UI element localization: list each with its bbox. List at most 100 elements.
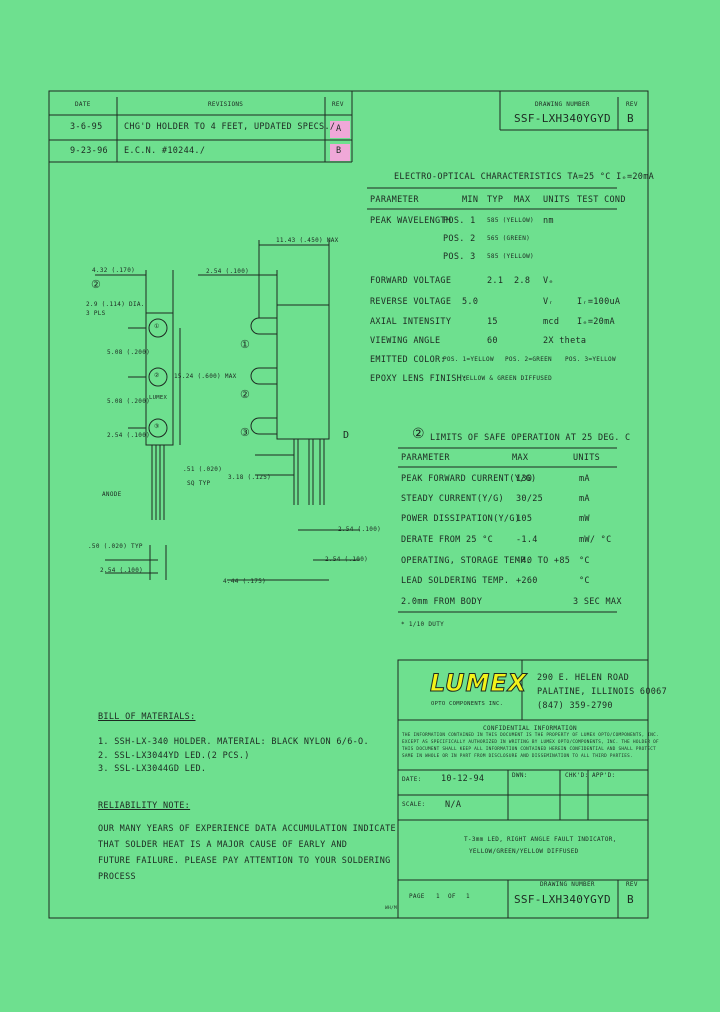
eo-header-units: UNITS [543, 195, 571, 205]
eo-iv-units: mcd [543, 317, 560, 327]
reliability-line-2: THAT SOLDER HEAT IS A MAJOR CAUSE OF EAR… [98, 840, 348, 850]
rev-row-2-desc: E.C.N. #10244./ [124, 146, 206, 156]
bottom-drawing-label: DRAWING NUMBER [540, 881, 595, 888]
rev-a-highlight [330, 121, 350, 138]
rev-row-2-date: 9-23-96 [70, 146, 108, 156]
eo-color-label: EMITTED COLOR: [370, 355, 446, 365]
dim-254-top: 2.54 (.100) [206, 268, 250, 275]
eo-color-pos3: POS. 3=YELLOW [565, 356, 616, 363]
date-label: DATE: [402, 776, 422, 783]
d-mark: D [343, 430, 350, 441]
eo-angle-typ: 60 [487, 336, 498, 346]
eo-vr-units: Vᵣ [543, 297, 554, 307]
sl-marker: ② [412, 426, 425, 442]
sl-r1-param: PEAK FORWARD CURRENT(Y/G) [401, 474, 537, 484]
sl-r7-units: 3 SEC MAX [573, 597, 622, 607]
dim-254-bottom: 2.54 (.100) [100, 567, 144, 574]
bom-item-1: 1. SSH-LX-340 HOLDER. MATERIAL: BLACK NY… [98, 737, 369, 747]
appd-label: APP'D: [592, 772, 616, 779]
dim-sqtyp: SQ TYP [187, 480, 211, 487]
sl-r3-param: POWER DISSIPATION(Y/G) [401, 514, 521, 524]
page-label: PAGE [409, 893, 425, 900]
side-pos2: ② [240, 388, 251, 401]
sl-r6-param: LEAD SOLDERING TEMP. [401, 576, 510, 586]
front-pos-marker: ② [91, 278, 102, 291]
front-pos1: ① [154, 323, 160, 330]
sl-r3-max: 105 [516, 514, 533, 524]
eo-peak-pos2-val: 565 (GREEN) [487, 235, 531, 242]
dim-1524: 15.24 (.600) MAX [174, 373, 237, 380]
sl-r3-units: mW [579, 514, 590, 524]
body-mark: LUMEX [149, 395, 168, 401]
eo-peak-pos3: POS. 3 [443, 252, 476, 262]
front-pos2: ② [154, 372, 160, 379]
confidential-line-2: EXCEPT AS SPECIFICALLY AUTHORIZED IN WRI… [402, 740, 659, 745]
description-line-1: T-3mm LED, RIGHT ANGLE FAULT INDICATOR, [464, 836, 617, 843]
bom-title: BILL OF MATERIALS: [98, 712, 196, 722]
side-pos1: ① [240, 338, 251, 351]
rev-header-rev: REV [332, 101, 344, 108]
bom-item-3: 3. SSL-LX3044GD LED. [98, 764, 207, 774]
sl-r2-param: STEADY CURRENT(Y/G) [401, 494, 504, 504]
eo-vf-typ: 2.1 [487, 276, 504, 286]
rev-row-1-rev: A [336, 124, 342, 134]
eo-peak-pos2: POS. 2 [443, 234, 476, 244]
eo-color-pos1: POS. 1=YELLOW [443, 356, 494, 363]
confidential-title: CONFIDENTIAL INFORMATION [483, 725, 577, 732]
eo-angle-label: VIEWING ANGLE [370, 336, 441, 346]
dim-170: 4.32 (.170) [92, 267, 136, 274]
dim-dia: 2.9 (.114) DIA. [86, 301, 145, 308]
eo-vf-label: FORWARD VOLTAGE [370, 276, 452, 286]
reliability-line-3: FUTURE FAILURE. PLEASE PAY ATTENTION TO … [98, 856, 391, 866]
sl-footnote: * 1/10 DUTY [401, 621, 445, 628]
side-mark: WH/M [385, 906, 398, 911]
eo-vf-units: Vₑ [543, 276, 554, 286]
eo-iv-typ: 15 [487, 317, 498, 327]
sl-header-units: UNITS [573, 453, 601, 463]
anode-label: ANODE [102, 491, 122, 498]
scale-label: SCALE: [402, 801, 426, 808]
page-total: 1 [466, 893, 470, 900]
sl-r1-max: 130 [516, 474, 533, 484]
bottom-drawing-number: SSF-LXH340YGYD [514, 893, 611, 906]
sl-r4-units: mW/ °C [579, 535, 612, 545]
dim-444: 4.44 (.175) [223, 578, 267, 585]
sl-header-param: PARAMETER [401, 453, 450, 463]
sl-r1-units: mA [579, 474, 590, 484]
eo-title: ELECTRO-OPTICAL CHARACTERISTICS TA=25 °C… [394, 172, 655, 182]
top-drawing-number: SSF-LXH340YGYD [514, 112, 611, 125]
sl-r6-units: °C [579, 576, 590, 586]
rev-row-1-desc: CHG'D HOLDER TO 4 FEET, UPDATED SPECS./ [124, 122, 336, 132]
rev-header-date: DATE [75, 101, 91, 108]
eo-peak-pos3-val: 585 (YELLOW) [487, 253, 534, 260]
reliability-line-4: PROCESS [98, 872, 136, 882]
dim-508-b: 5.08 (.200) [107, 398, 151, 405]
eo-angle-units: 2X theta [543, 336, 587, 346]
eo-peak-label: PEAK WAVELENGTH [370, 216, 452, 226]
eo-peak-pos1: POS. 1 [443, 216, 476, 226]
eo-iv-label: AXIAL INTENSITY [370, 317, 452, 327]
sl-title: LIMITS OF SAFE OPERATION AT 25 DEG. C [430, 433, 631, 443]
front-pos3: ③ [154, 423, 160, 430]
bottom-rev: B [627, 893, 634, 906]
confidential-line-4: SAME IN WHOLE OR IN PART FROM DISCLOSURE… [402, 754, 633, 759]
dim-508-a: 5.08 (.200) [107, 349, 151, 356]
rev-row-1-date: 3-6-95 [70, 122, 103, 132]
bom-item-2: 2. SSL-LX3044YD LED.(2 PCS.) [98, 751, 250, 761]
side-pos3: ③ [240, 426, 251, 439]
eo-peak-pos1-val: 585 (YELLOW) [487, 217, 534, 224]
description-line-2: YELLOW/GREEN/YELLOW DIFFUSED [469, 848, 579, 855]
address-line-1: 290 E. HELEN ROAD [537, 673, 630, 683]
top-rev-label: REV [626, 101, 638, 108]
lumex-logo: LUMEX [429, 669, 528, 698]
dim-318: 3.18 (.125) [228, 474, 272, 481]
page-num: 1 [436, 893, 440, 900]
sl-header-max: MAX [512, 453, 529, 463]
front-view [95, 270, 181, 580]
sl-r2-units: mA [579, 494, 590, 504]
dim-254-r1: 2.54 (.100) [338, 526, 382, 533]
rev-row-2-rev: B [336, 146, 342, 156]
eo-vf-max: 2.8 [514, 276, 531, 286]
eo-header-typ: TYP [487, 195, 504, 205]
sl-r6-max: +260 [516, 576, 538, 586]
